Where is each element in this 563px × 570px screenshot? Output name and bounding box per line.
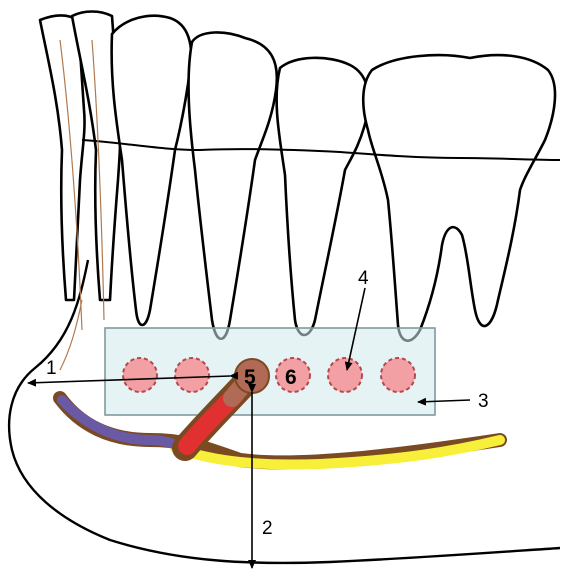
circle-2	[175, 358, 209, 392]
label-1: 1	[46, 358, 57, 379]
circle-4	[328, 358, 362, 392]
molar-icon	[363, 55, 555, 341]
circle-7	[381, 358, 415, 392]
label-3: 3	[478, 391, 489, 412]
label-6: 6	[285, 366, 297, 389]
premolar-2-icon	[277, 58, 369, 335]
label-4: 4	[358, 268, 369, 289]
circle-1	[123, 358, 157, 392]
label-5: 5	[244, 366, 256, 389]
canine-icon	[112, 16, 192, 325]
label-2: 2	[262, 518, 273, 539]
premolar-1-icon	[189, 32, 277, 338]
